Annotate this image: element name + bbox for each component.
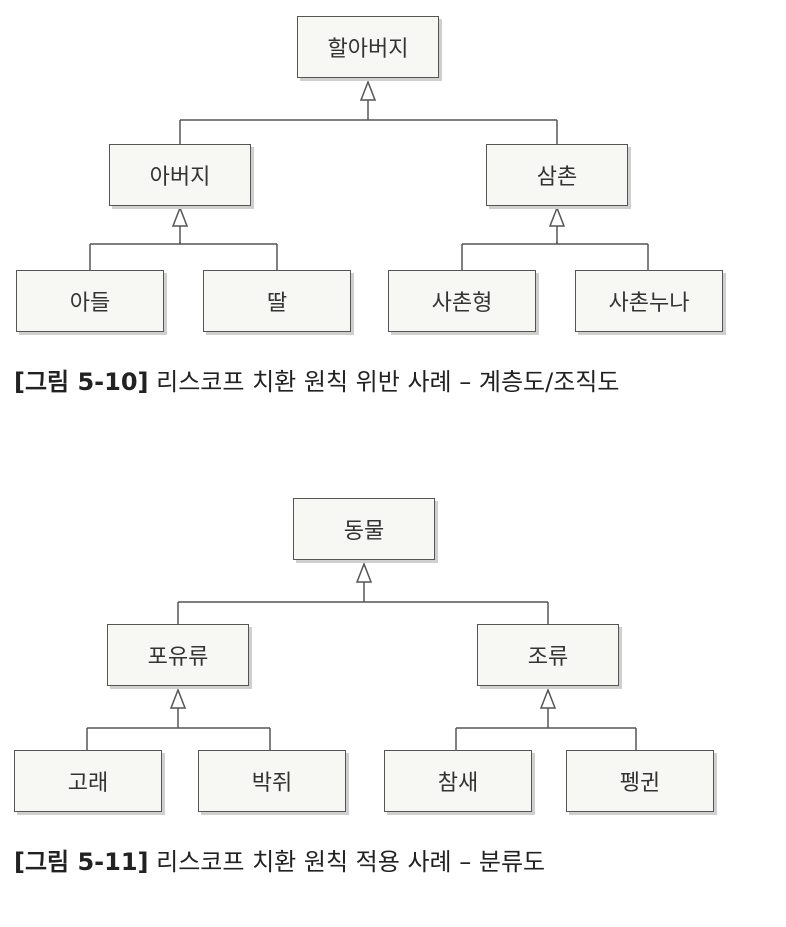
inheritance-arrow-icon (548, 205, 566, 227)
caption-tag: [그림 5-11] (14, 848, 149, 876)
caption-text: 리스코프 치환 원칙 위반 사례 – 계층도/조직도 (148, 368, 620, 396)
connector-lines-1 (89, 79, 649, 270)
inheritance-arrow-icon (359, 79, 377, 101)
caption-text: 리스코프 치환 원칙 적용 사례 – 분류도 (148, 848, 546, 876)
node-daughter: 딸 (203, 270, 351, 332)
figure-caption-1: [그림 5-10] 리스코프 치환 원칙 위반 사례 – 계층도/조직도 (14, 362, 619, 397)
hierarchy-diagram-2: 동물 포유류 조류 고래 박쥐 참새 펭귄 (0, 484, 786, 829)
inheritance-arrow-icon (169, 687, 187, 709)
node-father: 아버지 (109, 144, 251, 206)
figure-caption-2: [그림 5-11] 리스코프 치환 원칙 적용 사례 – 분류도 (14, 842, 545, 877)
inheritance-arrow-icon (539, 687, 557, 709)
node-bird: 조류 (477, 624, 619, 686)
node-mammal: 포유류 (107, 624, 249, 686)
connector-lines-2 (86, 561, 637, 750)
node-animal: 동물 (293, 498, 435, 560)
node-grandfather: 할아버지 (297, 16, 439, 78)
node-son: 아들 (16, 270, 164, 332)
inheritance-arrow-icon (355, 561, 373, 583)
node-penguin: 펭귄 (566, 750, 714, 812)
hierarchy-diagram-1: 할아버지 아버지 삼촌 아들 딸 사촌형 사촌누나 (0, 0, 786, 345)
inheritance-arrow-icon (171, 205, 189, 227)
node-uncle: 삼촌 (486, 144, 628, 206)
node-sparrow: 참새 (384, 750, 532, 812)
node-whale: 고래 (14, 750, 162, 812)
node-bat: 박쥐 (198, 750, 346, 812)
node-cousin-brother: 사촌형 (388, 270, 536, 332)
node-cousin-sister: 사촌누나 (575, 270, 723, 332)
caption-tag: [그림 5-10] (14, 368, 149, 396)
